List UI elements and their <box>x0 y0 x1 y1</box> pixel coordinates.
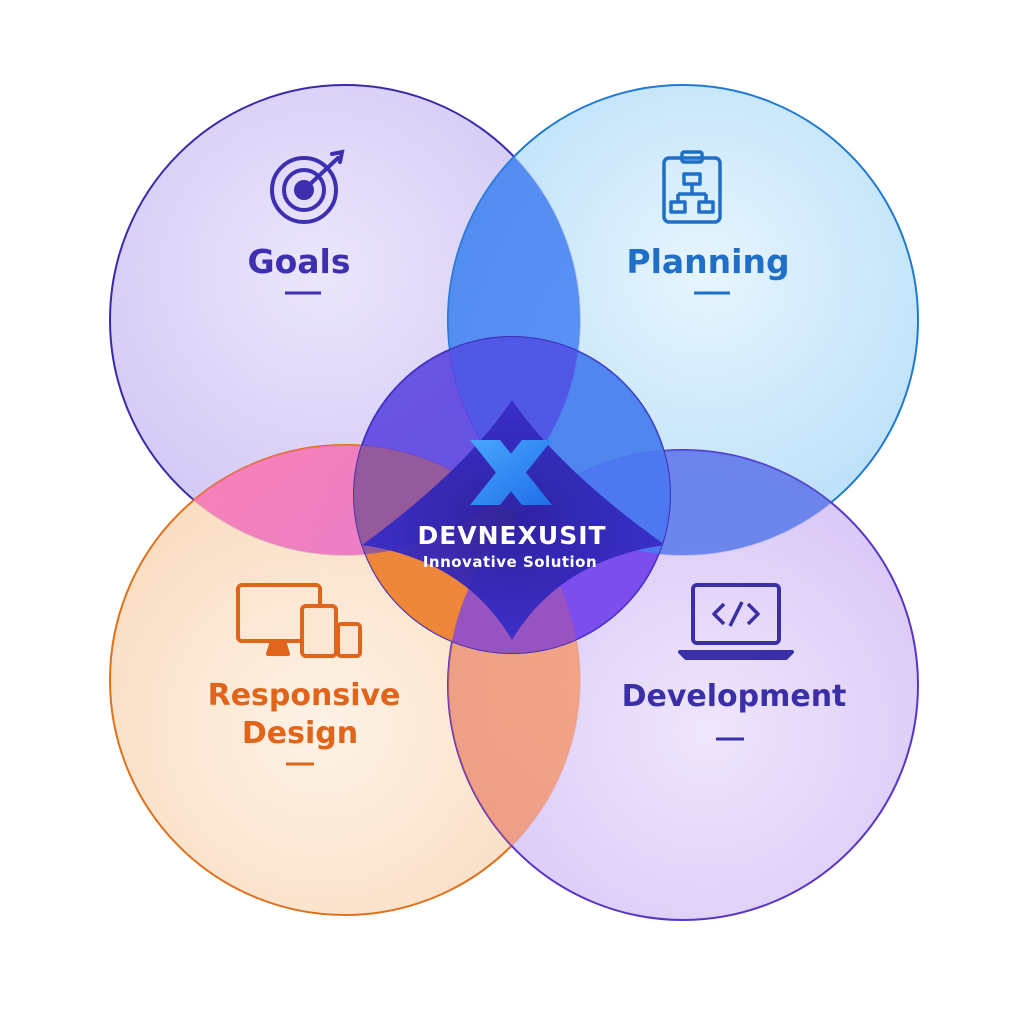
label-responsive-line1: Responsive <box>208 678 401 713</box>
label-responsive-line2: Design <box>242 716 358 751</box>
x-logo-icon <box>470 440 552 505</box>
label-development: Development <box>622 679 847 714</box>
brand-logo <box>470 440 552 505</box>
label-planning: Planning <box>626 242 789 281</box>
devices-icon <box>236 583 362 658</box>
brand-tagline: Innovative Solution <box>423 553 597 571</box>
clipboard-flowchart-icon <box>662 150 722 224</box>
label-goals: Goals <box>248 242 351 281</box>
brand-name: DEVNEXUSIT <box>417 521 606 550</box>
target-icon <box>270 149 345 224</box>
circle-center <box>353 336 671 654</box>
laptop-code-icon <box>678 583 794 660</box>
